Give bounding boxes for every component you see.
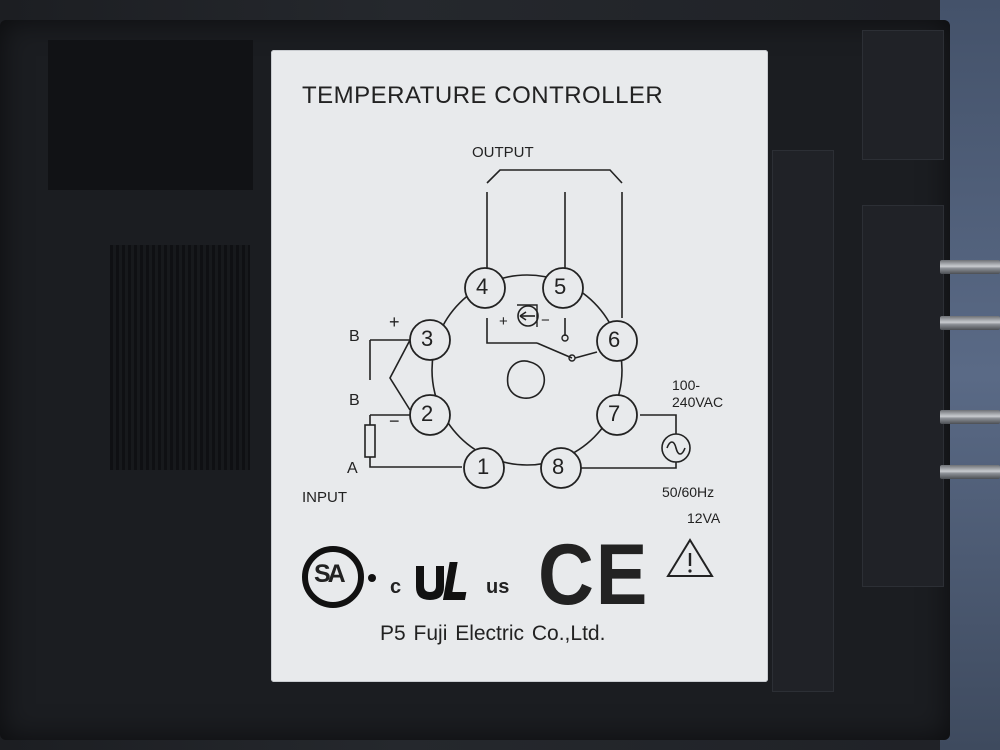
housing-rear-block — [862, 30, 944, 160]
ce-mark: CE — [538, 527, 650, 623]
terminal-2 — [409, 394, 451, 436]
relay-sign-minus: − — [541, 312, 550, 329]
terminal-4 — [464, 267, 506, 309]
output-bracket — [486, 169, 623, 184]
terminal-label-7: 7 — [608, 401, 621, 426]
ssr-arrow-head — [519, 311, 527, 321]
rtd-resistor — [364, 424, 376, 458]
input-wire-a — [369, 457, 462, 468]
terminal-label-3: 3 — [421, 326, 434, 351]
input-marker-plus: + — [389, 312, 400, 332]
input-marker-minus: − — [389, 411, 400, 431]
housing-rear-block — [862, 205, 944, 587]
background-fabric — [940, 0, 1000, 750]
input-label: INPUT — [302, 489, 347, 506]
relay-nc-contact — [561, 334, 569, 342]
input-marker-b-upper: B — [349, 328, 360, 345]
housing-side-rail — [772, 150, 834, 692]
housing-vent-top — [48, 40, 253, 190]
warning-icon — [666, 538, 714, 577]
relay-contact-line — [486, 318, 537, 344]
ssr-source-symbol — [517, 305, 539, 327]
terminal-label-6: 6 — [608, 327, 621, 352]
thermocouple-junction — [389, 339, 411, 411]
power-rating: 12VA — [687, 510, 721, 526]
relay-switch-blade — [536, 342, 573, 359]
terminal-3 — [409, 319, 451, 361]
terminal-ring — [431, 274, 623, 466]
terminal-label-5: 5 — [554, 274, 567, 299]
connector-pin — [940, 410, 1000, 424]
terminal-label-2: 2 — [421, 401, 434, 426]
connector-pin — [940, 465, 1000, 479]
power-voltage-line2: 240VAC — [672, 394, 724, 410]
output-label: OUTPUT — [472, 144, 534, 161]
terminal-6 — [596, 320, 638, 362]
input-marker-a: A — [347, 460, 358, 477]
terminal-7 — [596, 394, 638, 436]
terminal-5 — [542, 267, 584, 309]
connector-pin — [940, 316, 1000, 330]
ul-recognized-logo — [410, 560, 484, 600]
csa-logo-text: SA — [314, 560, 346, 588]
terminal-1 — [463, 447, 505, 489]
terminal-8 — [540, 447, 582, 489]
terminal-label-4: 4 — [476, 274, 489, 299]
connector-pin — [940, 260, 1000, 274]
manufacturer-footer: P5 Fuji Electric Co.,Ltd. — [380, 622, 606, 645]
terminal-label-8: 8 — [552, 454, 565, 479]
warning-icon-dot — [688, 569, 692, 573]
csa-logo — [302, 546, 364, 608]
relay-sign-plus: + — [499, 313, 508, 330]
relay-common-line — [574, 351, 598, 359]
ac-wave-icon — [666, 441, 686, 455]
terminal-label-1: 1 — [477, 454, 490, 479]
relay-coil-symbol — [506, 360, 546, 399]
input-marker-b-lower: B — [349, 392, 360, 409]
ul-logo-us: us — [486, 576, 510, 598]
power-frequency: 50/60Hz — [662, 484, 715, 500]
power-voltage-line1: 100- — [672, 377, 701, 393]
ul-logo-c: c — [390, 576, 402, 598]
csa-logo-dot — [368, 574, 376, 582]
ssr-loop — [517, 304, 538, 327]
label-title: TEMPERATURE CONTROLLER — [302, 82, 664, 109]
housing-vent-middle — [110, 245, 250, 470]
